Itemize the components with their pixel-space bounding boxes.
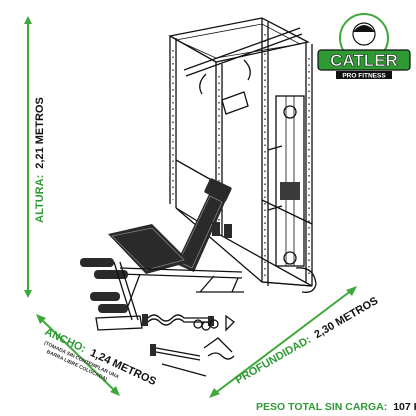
total-weight: PESO TOTAL SIN CARGA: 107 KG	[256, 401, 416, 413]
ez-curl-bar	[147, 314, 208, 322]
depth-dimension: PROFUNDIDAD: 2,30 METROS	[234, 295, 381, 387]
brand-name: CATLER	[330, 51, 398, 70]
width-dimension: ANCHO: 1,24 METROS (TOMADA SIN CONTEMPLA…	[43, 326, 158, 388]
depth-label: PROFUNDIDAD:	[234, 334, 314, 387]
height-value: 2,21 METROS	[34, 97, 46, 169]
height-label: ALTURA:	[34, 175, 46, 223]
accessories	[142, 314, 235, 377]
brand-subtitle: PRO FITNESS	[342, 73, 386, 80]
weight-value: 107 KG	[393, 401, 416, 413]
svg-text:ALTURA: 2,21 METROS: ALTURA: 2,21 METROS	[34, 97, 46, 223]
brand-logo: CATLER PRO FITNESS	[317, 13, 411, 80]
height-arrow	[24, 16, 32, 298]
depth-arrow	[209, 286, 357, 398]
power-rack	[168, 17, 317, 293]
width-arrow	[36, 314, 120, 396]
cable-handles	[193, 314, 235, 332]
rack-holes	[172, 34, 310, 278]
svg-text:PROFUNDIDAD: 2,30 METROS: PROFUNDIDAD: 2,30 METROS	[234, 295, 381, 387]
weight-label: PESO TOTAL SIN CARGA:	[256, 401, 387, 413]
straight-bar	[155, 347, 201, 357]
adjustable-bench	[80, 178, 244, 331]
height-dimension: ALTURA: 2,21 METROS	[34, 97, 46, 223]
depth-value: 2,30 METROS	[312, 295, 380, 341]
tricep-bar	[203, 337, 233, 353]
leg-rollers	[80, 258, 143, 331]
